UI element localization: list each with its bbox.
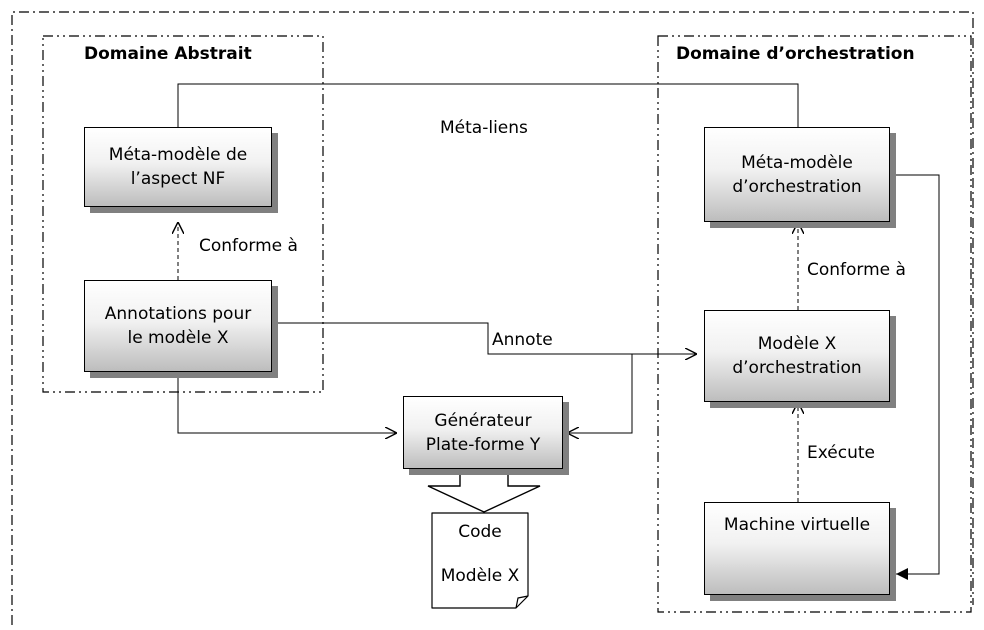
code-doc-title: Code [458,522,502,542]
abstract-domain-frame [42,35,324,393]
meta-model-orchestration-box: Méta-modèle d’orchestration [704,127,890,222]
annotates-label: Annote [492,330,553,350]
conforms-right-label: Conforme à [807,260,906,280]
generator-box: Générateur Plate-forme Y [403,396,563,469]
annotations-to-generator-arrow [177,372,397,433]
annotations-box: Annotations pour le modèle X [84,280,272,372]
meta-model-nf-box: Méta-modèle de l’aspect NF [84,127,272,207]
orchestration-model-to-generator-arrow [567,354,633,433]
code-doc-model: Modèle X [440,566,520,586]
orchestration-model-box: Modèle X d’orchestration [704,310,890,402]
abstract-domain-title: Domaine Abstrait [84,44,252,64]
meta-links-label: Méta-liens [440,118,528,138]
executes-label: Exécute [807,443,875,463]
meta-to-vm-arrow [890,174,940,580]
code-document-shape [431,512,529,609]
generator-output-arrow [427,465,541,513]
conforms-left-label: Conforme à [199,236,298,256]
orchestration-domain-frame [657,35,972,613]
outer-frame [11,11,974,625]
virtual-machine-box: Machine virtuelle [704,502,890,595]
annotates-arrow [272,322,697,354]
orchestration-domain-title: Domaine d’orchestration [676,44,915,64]
meta-links-connector [177,83,799,127]
